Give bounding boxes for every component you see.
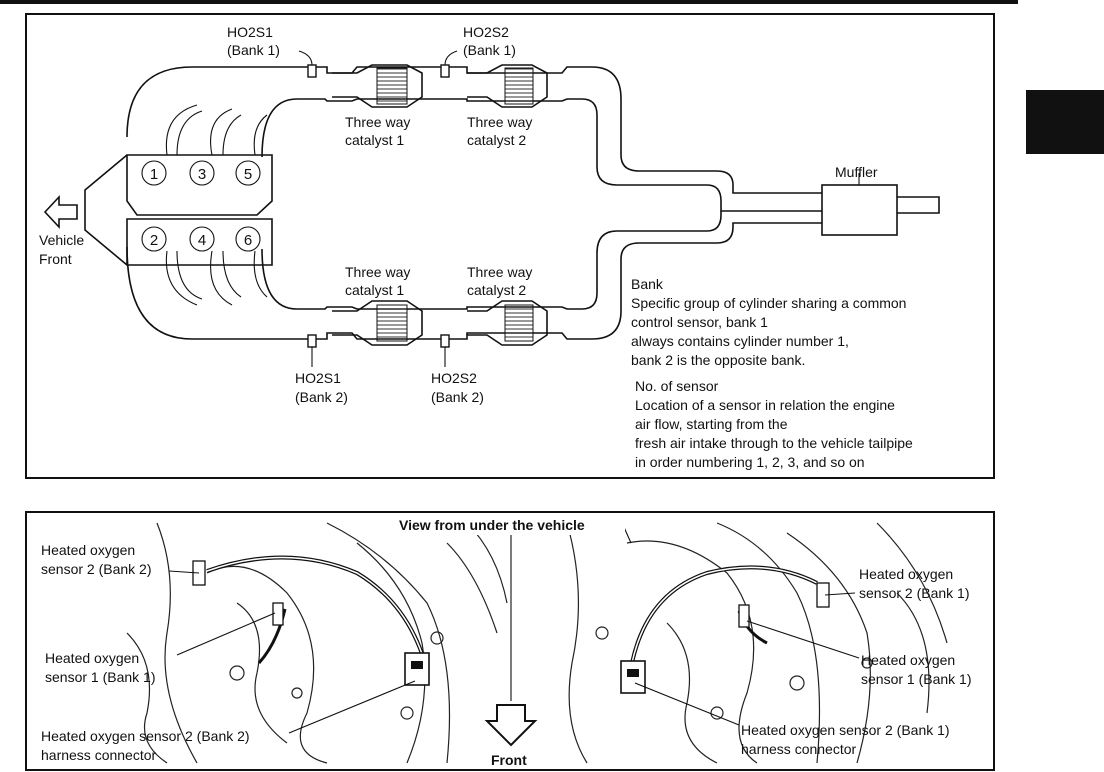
section-tab	[1026, 90, 1104, 154]
svg-text:6: 6	[244, 232, 252, 249]
right-engine-sketch	[566, 522, 948, 764]
right-connector-bank1-label: Heated oxygen sensor 2 (Bank 1) harness …	[741, 722, 950, 757]
ho2s2-bank2-label: HO2S2	[431, 370, 477, 386]
vehicle-label: Vehicle	[39, 232, 84, 248]
cylinder-1: 1	[141, 160, 167, 186]
catalyst2-upper-label: Three way	[467, 114, 532, 130]
svg-text:control sensor, bank 1: control sensor, bank 1	[631, 314, 768, 330]
svg-text:sensor 1 (Bank 1): sensor 1 (Bank 1)	[45, 669, 156, 685]
catalyst1-lower-label: Three way	[345, 264, 410, 280]
catalyst1-lower-sublabel: catalyst 1	[345, 282, 404, 298]
sensor-location-panel: View from under the vehicle Front Heated…	[25, 511, 995, 771]
ho2s1-bank1-leader	[298, 50, 313, 66]
svg-text:Specific group of cylinder sha: Specific group of cylinder sharing a com…	[631, 295, 906, 311]
view-title: View from under the vehicle	[399, 517, 585, 533]
svg-text:3: 3	[198, 166, 206, 183]
svg-text:sensor 2 (Bank 1): sensor 2 (Bank 1)	[859, 585, 970, 601]
svg-text:No. of sensor: No. of sensor	[635, 378, 719, 394]
exhaust-schematic-panel: 1 3 5 2 4 6 HO2S1 (Bank 1) HO	[25, 13, 995, 479]
svg-text:Heated oxygen sensor 2 (Bank 1: Heated oxygen sensor 2 (Bank 1)	[741, 722, 950, 738]
manifold-runners-upper	[165, 104, 268, 156]
cylinder-2: 2	[141, 226, 167, 252]
muffler	[821, 173, 940, 236]
view-title-bg	[393, 515, 625, 535]
header-rule	[0, 0, 1018, 4]
catalyst1-upper-sublabel: catalyst 1	[345, 132, 404, 148]
exhaust-pipe-inner	[261, 98, 822, 212]
exhaust-pipe-lower-outer	[126, 222, 822, 340]
svg-text:Heated oxygen: Heated oxygen	[45, 650, 139, 666]
exhaust-pipe-outer	[126, 66, 822, 194]
ho2s1-bank1-label: HO2S1	[227, 24, 273, 40]
svg-text:Heated oxygen: Heated oxygen	[861, 652, 955, 668]
svg-text:fresh air intake through to th: fresh air intake through to the vehicle …	[635, 435, 913, 451]
cylinder-3: 3	[189, 160, 215, 186]
bank-note: Bank Specific group of cylinder sharing …	[631, 276, 906, 368]
svg-text:Heated oxygen: Heated oxygen	[41, 542, 135, 558]
front-arrow-icon	[484, 704, 538, 747]
catalyst1-upper-label: Three way	[345, 114, 410, 130]
ho2s1-bank1-sensor	[307, 64, 317, 78]
right-hos1-bank1-label: Heated oxygen sensor 1 (Bank 1)	[861, 652, 972, 687]
svg-text:bank 2 is the opposite bank.: bank 2 is the opposite bank.	[631, 352, 805, 368]
svg-text:1: 1	[150, 166, 158, 183]
ho2s2-bank2-sublabel: (Bank 2)	[431, 389, 484, 405]
sensor-location-illustration: View from under the vehicle Front Heated…	[41, 515, 972, 768]
svg-text:Location of a sensor in relati: Location of a sensor in relation the eng…	[635, 397, 895, 413]
ho2s1-bank2-sensor	[307, 334, 317, 348]
left-hos2-bank2-label: Heated oxygen sensor 2 (Bank 2)	[41, 542, 152, 577]
svg-text:in order numbering 1, 2, 3, an: in order numbering 1, 2, 3, and so on	[635, 454, 865, 470]
svg-text:Heated oxygen sensor 2 (Bank 2: Heated oxygen sensor 2 (Bank 2)	[41, 728, 250, 744]
svg-text:air flow, starting from the: air flow, starting from the	[635, 416, 788, 432]
ho2s2-bank1-label: HO2S2	[463, 24, 509, 40]
svg-text:sensor 1 (Bank 1): sensor 1 (Bank 1)	[861, 671, 972, 687]
catalyst-1-upper	[332, 64, 423, 108]
catalyst2-lower-sublabel: catalyst 2	[467, 282, 526, 298]
catalyst-2-lower	[467, 300, 548, 346]
engine-block	[84, 154, 273, 266]
manifold-runners-lower	[165, 250, 268, 306]
front-label: Front	[39, 251, 72, 267]
svg-text:Heated oxygen: Heated oxygen	[859, 566, 953, 582]
svg-text:harness connector: harness connector	[41, 747, 157, 763]
cylinder-5: 5	[235, 160, 261, 186]
catalyst-2-upper	[467, 64, 548, 108]
svg-text:Bank: Bank	[631, 276, 664, 292]
ho2s1-bank2-label: HO2S1	[295, 370, 341, 386]
catalyst2-lower-label: Three way	[467, 264, 532, 280]
svg-text:sensor 2 (Bank 2): sensor 2 (Bank 2)	[41, 561, 152, 577]
exhaust-schematic: 1 3 5 2 4 6 HO2S1 (Bank 1) HO	[39, 24, 940, 470]
leader-lines	[168, 524, 860, 734]
svg-text:4: 4	[198, 232, 206, 249]
svg-text:always contains cylinder numbe: always contains cylinder number 1,	[631, 333, 849, 349]
ho2s2-bank1-sublabel: (Bank 1)	[463, 42, 516, 58]
left-hos1-bank1-label: Heated oxygen sensor 1 (Bank 1)	[45, 650, 156, 685]
cylinder-6: 6	[235, 226, 261, 252]
ho2s2-bank1-leader	[444, 50, 458, 66]
ho2s2-bank2-sensor	[440, 334, 450, 348]
svg-text:5: 5	[244, 166, 252, 183]
exhaust-pipe-lower-inner	[261, 211, 722, 310]
sensor-number-note: No. of sensor Location of a sensor in re…	[635, 378, 913, 470]
right-hos2-bank1-label: Heated oxygen sensor 2 (Bank 1)	[859, 566, 970, 601]
left-connector-bank2-label: Heated oxygen sensor 2 (Bank 2) harness …	[41, 728, 250, 763]
left-engine-sketch	[126, 522, 508, 764]
catalyst2-upper-sublabel: catalyst 2	[467, 132, 526, 148]
vehicle-front-arrow-icon	[43, 194, 78, 230]
cylinder-4: 4	[189, 226, 215, 252]
svg-text:harness connector: harness connector	[741, 741, 857, 757]
front-label: Front	[491, 752, 527, 768]
ho2s1-bank1-sublabel: (Bank 1)	[227, 42, 280, 58]
svg-text:2: 2	[150, 232, 158, 249]
muffler-label: Muffler	[835, 164, 878, 180]
ho2s1-bank2-sublabel: (Bank 2)	[295, 389, 348, 405]
ho2s2-bank1-sensor	[440, 64, 450, 78]
catalyst-1-lower	[332, 300, 423, 346]
